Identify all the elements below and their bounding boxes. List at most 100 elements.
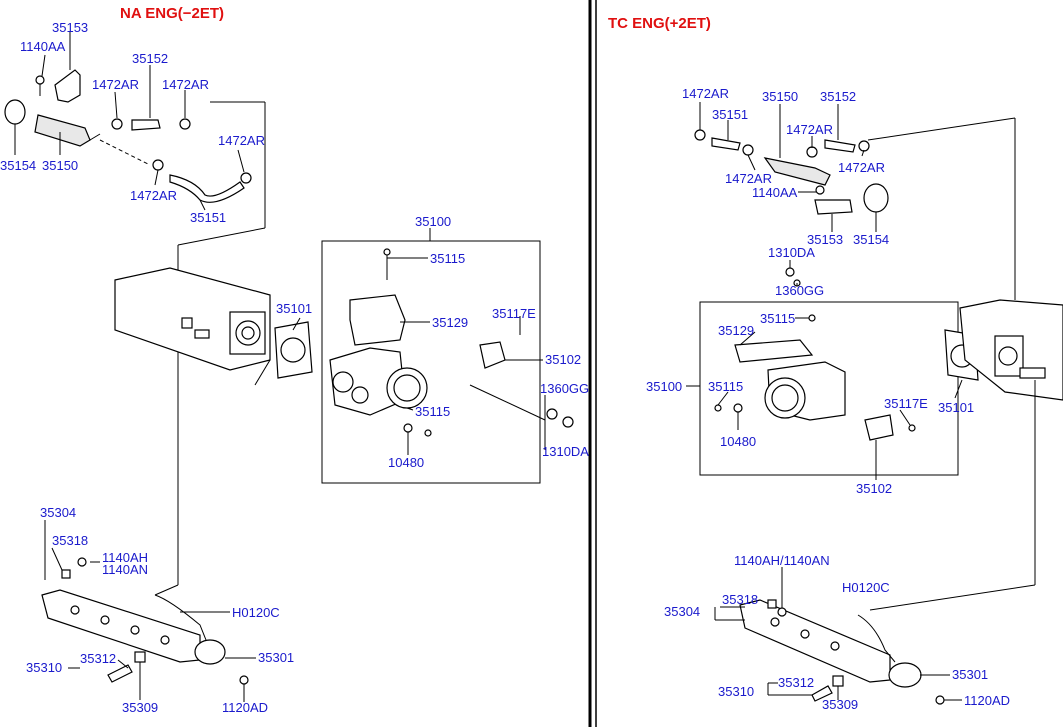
fuel-return-hose bbox=[857, 614, 896, 663]
label-35304: 35304 bbox=[664, 604, 700, 619]
hose-part-35152 bbox=[824, 139, 856, 153]
ring-part bbox=[863, 183, 889, 213]
intake-surge-tank bbox=[114, 267, 271, 371]
label-10480: 10480 bbox=[388, 455, 424, 470]
left-section: 35153 1140AA 35152 1472AR 1472AR 1472AR … bbox=[0, 20, 589, 715]
label-35100: 35100 bbox=[646, 379, 682, 394]
label-35129: 35129 bbox=[718, 323, 754, 338]
label-35115: 35115 bbox=[415, 404, 450, 419]
clamp-bracket-part bbox=[814, 199, 853, 215]
fuel-pressure-regulator-part bbox=[194, 639, 226, 665]
label-35154: 35154 bbox=[853, 232, 889, 247]
label-1310DA: 1310DA bbox=[542, 444, 589, 459]
label-35312: 35312 bbox=[80, 651, 116, 666]
leader-lines-left bbox=[14, 32, 546, 702]
label-35301: 35301 bbox=[258, 650, 294, 665]
bolt-part bbox=[815, 185, 825, 195]
sensor-part-35102 bbox=[479, 341, 506, 369]
label-35102: 35102 bbox=[856, 481, 892, 496]
right-section-title: TC ENG(+2ET) bbox=[608, 15, 711, 32]
hose-part-35151 bbox=[711, 137, 741, 151]
label-1472AR: 1472AR bbox=[786, 122, 833, 137]
bolt-part bbox=[714, 404, 722, 412]
label-35150: 35150 bbox=[762, 89, 798, 104]
cap-part bbox=[767, 599, 777, 609]
label-35102: 35102 bbox=[545, 352, 581, 367]
label-1360GG: 1360GG bbox=[775, 283, 824, 298]
label-1120AD: 1120AD bbox=[222, 700, 268, 715]
label-1140AA: 1140AA bbox=[20, 39, 66, 54]
label-1472AR: 1472AR bbox=[838, 160, 885, 175]
bolt-part bbox=[35, 75, 45, 96]
label-35318: 35318 bbox=[722, 592, 758, 607]
right-section: 1472AR 35150 35152 35151 1472AR 1472AR 1… bbox=[646, 86, 1063, 712]
label-35310: 35310 bbox=[26, 660, 62, 675]
ring-part bbox=[4, 99, 26, 125]
throttle-body-group-box bbox=[321, 240, 541, 484]
label-35152: 35152 bbox=[132, 51, 168, 66]
fuel-rail-part bbox=[41, 589, 201, 663]
hose-part-35151 bbox=[169, 174, 245, 203]
label-1472AR: 1472AR bbox=[130, 188, 177, 203]
fuel-rail-part bbox=[739, 599, 891, 683]
clamp-bracket-part bbox=[54, 40, 81, 103]
label-35101: 35101 bbox=[938, 400, 974, 415]
label-35150: 35150 bbox=[42, 158, 78, 173]
label-35309: 35309 bbox=[822, 697, 858, 712]
label-H0120C: H0120C bbox=[842, 580, 890, 595]
label-1472AR: 1472AR bbox=[218, 133, 265, 148]
throttle-body-part bbox=[764, 361, 846, 421]
label-H0120C: H0120C bbox=[232, 605, 280, 620]
label-1140AA: 1140AA bbox=[752, 185, 798, 200]
sensor-part-35102 bbox=[864, 414, 894, 441]
bolt-part bbox=[239, 675, 249, 685]
clip-part bbox=[152, 159, 164, 171]
label-35129: 35129 bbox=[432, 315, 468, 330]
bolt-part bbox=[908, 424, 916, 432]
label-35151: 35151 bbox=[712, 107, 748, 122]
leader-lines-right bbox=[686, 102, 963, 701]
label-35115: 35115 bbox=[708, 379, 743, 394]
label-1120AD: 1120AD bbox=[964, 693, 1010, 708]
nut-part bbox=[733, 403, 743, 413]
bolt-part bbox=[808, 314, 816, 322]
label-1472AR: 1472AR bbox=[682, 86, 729, 101]
clip-part bbox=[179, 118, 191, 130]
gasket-part-35101 bbox=[274, 321, 313, 379]
throttle-body-group-box bbox=[699, 301, 959, 476]
label-1140AH: 1140AH bbox=[102, 550, 148, 565]
clip-part bbox=[111, 118, 123, 130]
clip-part bbox=[858, 140, 870, 152]
label-10480: 10480 bbox=[720, 434, 756, 449]
label-1140AN: 1140AN bbox=[102, 562, 148, 577]
label-35100: 35100 bbox=[415, 214, 451, 229]
clip-part bbox=[806, 146, 818, 158]
label-35154: 35154 bbox=[0, 158, 36, 173]
cap-part bbox=[61, 569, 71, 579]
bracket-part-35129 bbox=[734, 339, 814, 363]
clip-part bbox=[240, 172, 252, 184]
injector-part bbox=[811, 685, 833, 702]
nut-part bbox=[785, 267, 795, 277]
label-1472AR: 1472AR bbox=[162, 77, 209, 92]
intake-surge-tank bbox=[959, 299, 1063, 401]
label-35309: 35309 bbox=[122, 700, 158, 715]
valve-part bbox=[763, 157, 831, 186]
label-35310: 35310 bbox=[718, 684, 754, 699]
label-35115: 35115 bbox=[430, 251, 465, 266]
label-1310DA: 1310DA bbox=[768, 245, 815, 260]
hose-part-35152 bbox=[131, 119, 161, 131]
label-1472AR: 1472AR bbox=[725, 171, 772, 186]
fuel-return-hose bbox=[154, 594, 207, 641]
label-35318: 35318 bbox=[52, 533, 88, 548]
throttle-body-part bbox=[329, 347, 428, 416]
bolt-part bbox=[77, 557, 87, 567]
bracket-part-35129 bbox=[349, 294, 406, 346]
label-35301: 35301 bbox=[952, 667, 988, 682]
left-section-title: NA ENG(−2ET) bbox=[120, 5, 224, 22]
label-35153: 35153 bbox=[807, 232, 843, 247]
clip-part bbox=[694, 129, 706, 141]
label-35117E: 35117E bbox=[884, 396, 928, 411]
bolt-part bbox=[935, 695, 945, 705]
